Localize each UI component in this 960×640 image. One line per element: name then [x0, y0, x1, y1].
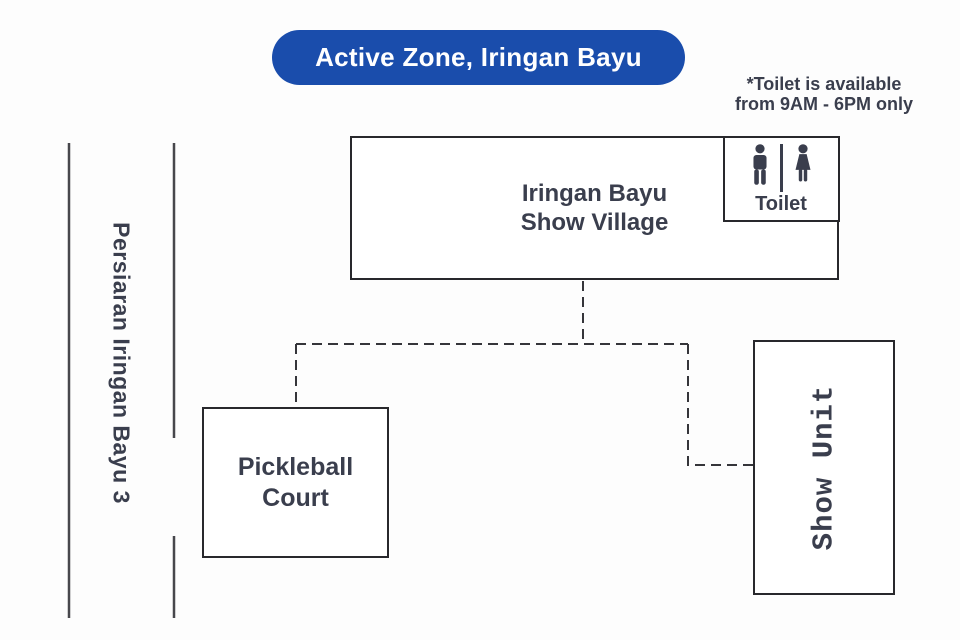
show-village-label-line-2: Show Village: [520, 209, 669, 236]
road-name-label: Persiaran Iringan Bayu 3: [108, 222, 135, 504]
toilet-box: Toilet: [722, 135, 840, 222]
female-restroom-icon: [795, 143, 810, 181]
male-restroom-icon: [752, 143, 767, 185]
toilet-availability-note: *Toilet is available from 9AM - 6PM only: [712, 74, 936, 114]
pickleball-label-line-1: Pickleball: [237, 452, 354, 481]
map-title: Active Zone, Iringan Bayu: [315, 42, 642, 72]
show-village-label-line-1: Iringan Bayu: [521, 180, 668, 207]
note-line-2: from 9AM - 6PM only: [734, 94, 913, 114]
map-title-banner: Active Zone, Iringan Bayu: [272, 30, 685, 85]
pickleball-court-box: Pickleball Court: [202, 407, 389, 558]
toilet-label: Toilet: [755, 192, 807, 215]
dashed-path-connectors: [295, 281, 753, 466]
show-village-label: Iringan Bayu Show Village: [521, 179, 669, 237]
show-village-box: Iringan Bayu Show Village: [350, 135, 840, 280]
restroom-divider-bar: [779, 143, 783, 192]
pickleball-court-label: Pickleball Court: [238, 452, 353, 514]
restroom-icons: [747, 143, 816, 193]
note-line-1: *Toilet is available: [746, 74, 902, 94]
show-unit-box: Show Unit: [753, 340, 895, 595]
pickleball-label-line-2: Court: [262, 483, 329, 512]
show-unit-label: Show Unit: [807, 384, 841, 551]
